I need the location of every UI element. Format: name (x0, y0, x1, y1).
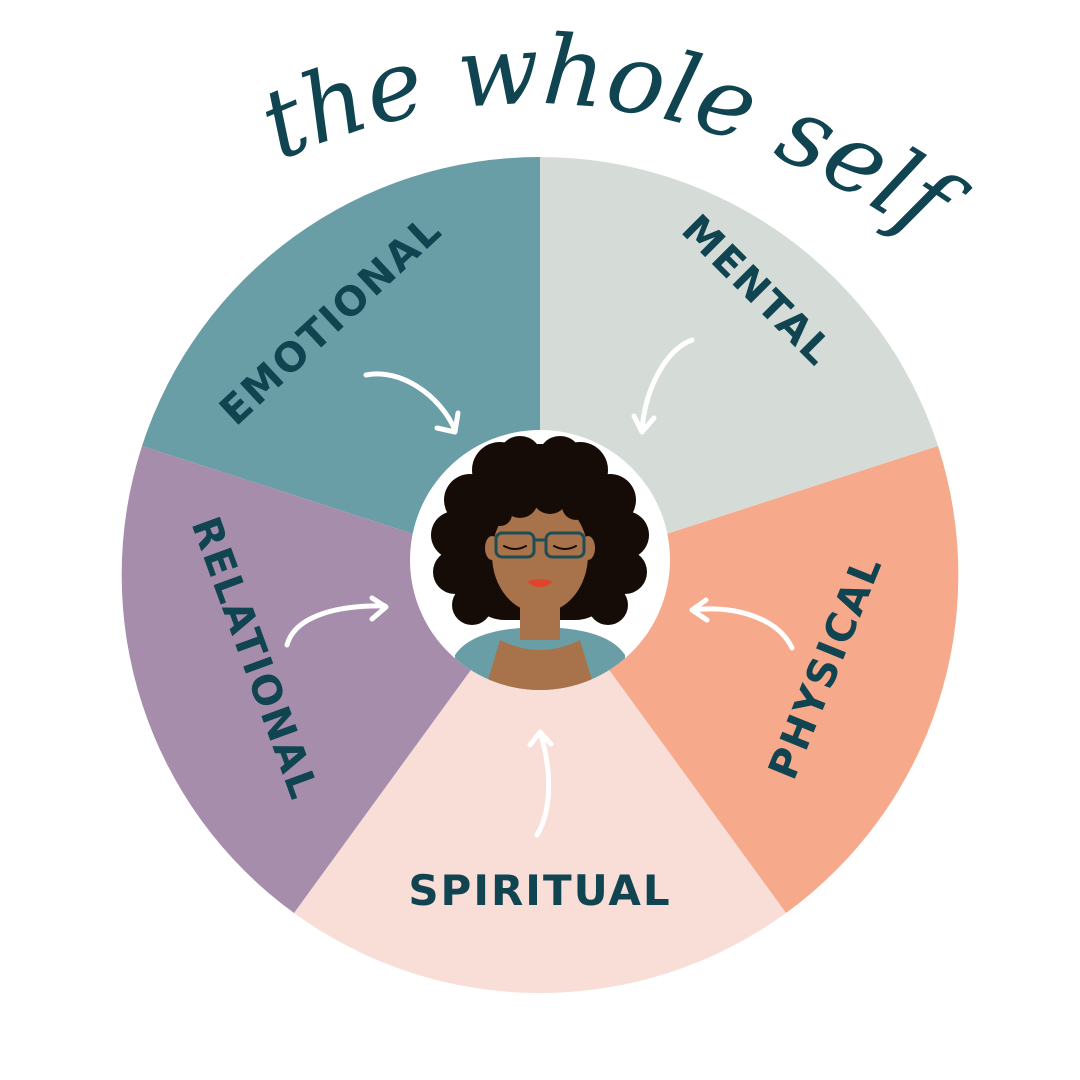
curved-arrow-icon (527, 729, 554, 838)
curved-arrow-icon (631, 337, 695, 435)
woman-portrait-icon (410, 430, 670, 690)
segment-mental (540, 156, 938, 575)
curved-arrow-icon (689, 597, 795, 651)
curved-arrow-icon (284, 595, 389, 648)
label-spiritual: SPIRITUAL (408, 866, 671, 915)
curved-arrow-icon (363, 371, 461, 435)
segment-spiritual (294, 575, 786, 994)
segment-emotional (142, 156, 540, 575)
